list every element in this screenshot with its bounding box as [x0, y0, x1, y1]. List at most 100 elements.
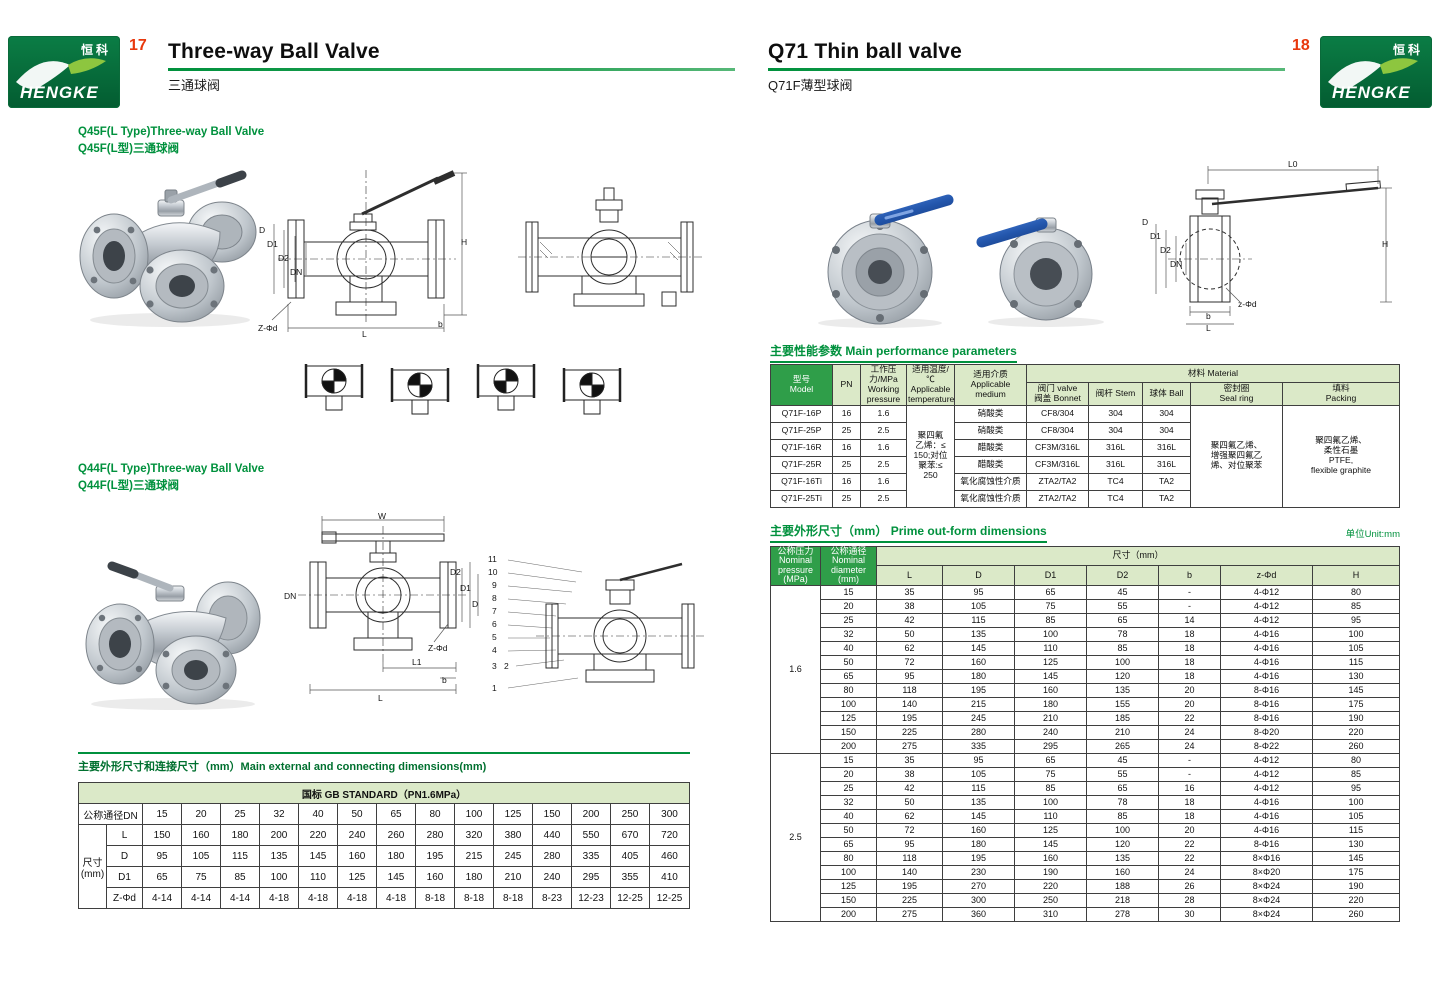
table-cell: 145	[942, 640, 1015, 656]
table-cell: 115	[220, 845, 260, 867]
dim-section-heading: 单位Unit:mm 主要外形尺寸（mm） Prime out-form dime…	[770, 522, 1400, 543]
table-cell: 190	[1312, 710, 1400, 726]
table-cell: 225	[876, 892, 943, 908]
table-cell: 145	[298, 845, 338, 867]
table-cell: 25	[832, 455, 861, 474]
table-cell: 135	[1086, 682, 1159, 698]
table-cell: 140	[876, 696, 943, 712]
table-cell: 100	[1312, 626, 1400, 642]
unit-note: 单位Unit:mm	[1345, 529, 1400, 540]
table-cell: 72	[876, 654, 943, 670]
column-header: 球体 Ball	[1142, 382, 1191, 406]
table-cell: 125	[820, 710, 877, 726]
table-cell: 20	[820, 766, 877, 782]
table-cell: -	[1158, 584, 1221, 600]
table-cell: 180	[376, 845, 416, 867]
dimension-label: D2	[450, 567, 461, 577]
row-header: L	[106, 824, 143, 846]
table-cell: 245	[493, 845, 533, 867]
table-cell: 175	[1312, 696, 1400, 712]
table-cell: 125	[1014, 822, 1087, 838]
table-cell: 32	[259, 803, 299, 825]
table-cell: 22	[1158, 710, 1221, 726]
table-cell: 95	[142, 845, 182, 867]
row-group-header-size: 尺寸 (mm)	[78, 824, 107, 909]
logo-swoosh-icon	[16, 58, 106, 89]
flow-pattern-diagram-2	[390, 368, 450, 415]
table-cell: 65	[1086, 612, 1159, 628]
dimension-label: 8	[492, 593, 497, 603]
table-cell: TA2	[1142, 489, 1191, 508]
table-cell: 550	[571, 824, 611, 846]
column-header: 密封圈 Seal ring	[1190, 382, 1283, 406]
table-cell: 16	[832, 404, 861, 423]
table-cell: 304	[1088, 404, 1143, 423]
table-cell: 115	[942, 612, 1015, 628]
dimension-label: 11	[488, 554, 497, 564]
dimension-label: H	[461, 237, 468, 247]
table-cell: 105	[1312, 640, 1400, 656]
table-cell: 150	[820, 892, 877, 908]
table-cell: 280	[532, 845, 572, 867]
perf-heading-cn: 主要性能参数	[770, 344, 843, 358]
table-cell: 4-Φ16	[1220, 794, 1313, 810]
dimension-label: Z-Φd	[258, 323, 278, 333]
medium-cell: 氧化腐蚀性介质	[954, 472, 1027, 491]
table-cell: 135	[1086, 850, 1159, 866]
table-cell: 115	[1312, 822, 1400, 838]
table-cell: 20	[1158, 822, 1221, 838]
table-cell: 180	[942, 668, 1015, 684]
dimension-label: D	[1142, 217, 1149, 227]
table-cell: 55	[1086, 598, 1159, 614]
table-cell: 18	[1158, 654, 1221, 670]
table-cell: 25	[832, 489, 861, 508]
table-cell: 150	[142, 824, 182, 846]
table-cell: 22	[1158, 850, 1221, 866]
table-cell: CF8/304	[1026, 404, 1089, 423]
column-header: 阀杆 Stem	[1088, 382, 1143, 406]
dimension-label: b	[1206, 311, 1211, 321]
dimension-label: 3	[492, 661, 497, 671]
medium-cell: 硝酸类	[954, 421, 1027, 440]
table-cell: 200	[820, 906, 877, 922]
table-cell: 4-14	[181, 887, 221, 909]
table-cell: 260	[1312, 738, 1400, 754]
table-cell: 405	[610, 845, 650, 867]
column-header: H	[1312, 565, 1400, 586]
table-cell: 100	[259, 866, 299, 888]
table-cell: 130	[1312, 836, 1400, 852]
table-cell: 50	[820, 654, 877, 670]
table-cell: 160	[942, 654, 1015, 670]
table-cell: 280	[415, 824, 455, 846]
dimension-label: L1	[412, 657, 422, 667]
table-cell: 316L	[1088, 438, 1143, 457]
table-cell: 460	[649, 845, 690, 867]
table-cell: 316L	[1142, 455, 1191, 474]
column-header: D2	[1086, 565, 1159, 586]
table-cell: 4-18	[376, 887, 416, 909]
table-cell: 8-Φ16	[1220, 696, 1313, 712]
table-cell: 85	[1014, 612, 1087, 628]
table-cell: 18	[1158, 626, 1221, 642]
table-cell: 25	[220, 803, 260, 825]
table-cell: 125	[820, 878, 877, 894]
column-header: L	[876, 565, 943, 586]
dimension-label: DN	[284, 591, 297, 601]
table-cell: 4-Φ16	[1220, 626, 1313, 642]
table-cell: 250	[610, 803, 650, 825]
table-cell: 62	[876, 808, 943, 824]
table-cell: 110	[1014, 640, 1087, 656]
q44f-valve-photo	[78, 552, 273, 712]
dimension-label: b	[442, 675, 447, 685]
table-cell: 85	[1086, 640, 1159, 656]
table-cell: 105	[181, 845, 221, 867]
table-cell: 1.6	[860, 404, 907, 423]
flow-pattern-diagram-3	[476, 364, 536, 411]
table-cell: 145	[1312, 850, 1400, 866]
table-cell: 30	[1158, 906, 1221, 922]
table-cell: 150	[532, 803, 572, 825]
table-cell: 78	[1086, 626, 1159, 642]
table-cell: 260	[376, 824, 416, 846]
